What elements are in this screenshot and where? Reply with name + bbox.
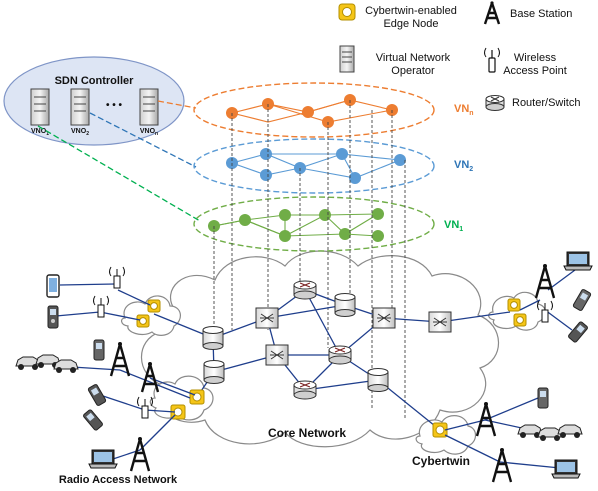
router-icon: [293, 380, 317, 400]
vno-n-label: VNOn: [140, 128, 158, 137]
smartphone-icon: [46, 274, 60, 298]
vn-2-label: VN2: [454, 159, 473, 173]
wireless-access-point-icon: [137, 396, 153, 419]
core-server-icon: [334, 293, 356, 317]
cellphone-icon: [537, 387, 549, 409]
vn-2-node: [260, 169, 272, 181]
base-station-icon: [129, 437, 151, 472]
legend-edge-node-label-2: Edge Node: [383, 18, 438, 30]
vn-2-node: [349, 172, 361, 184]
car-icon: [15, 356, 41, 370]
vn-1-node: [372, 208, 384, 220]
router-icon: [328, 345, 352, 365]
edge-node-icon: [338, 3, 356, 21]
vn-2-node: [336, 148, 348, 160]
vn-1-node: [372, 230, 384, 242]
core-network-label: Core Network: [268, 426, 346, 440]
core-nodes: [202, 280, 452, 400]
core-server-icon: [202, 326, 224, 350]
sdn-controller: SDN Controller • • • VNO1 VNO2 VNOn: [3, 56, 185, 146]
router-icon: [293, 280, 317, 300]
vertical-mapping-lines: [213, 100, 406, 420]
base-station-icon: [483, 1, 501, 25]
switch-icon: [255, 307, 279, 329]
legend-router-label: Router/Switch: [512, 97, 580, 109]
base-station-icon: [475, 402, 497, 437]
edge-nodes: [136, 298, 527, 438]
vno-2-label: VNO2: [71, 128, 89, 137]
legend-vno-label-2: Operator: [391, 65, 435, 77]
core-server-icon: [367, 368, 389, 392]
vno-1-label: VNO1: [31, 128, 49, 137]
cellphone-icon: [572, 289, 592, 311]
vn-1-layer: VN1: [193, 196, 463, 252]
base-station-icon: [534, 264, 556, 299]
ran-edge-cloud: [149, 375, 214, 421]
vn-1-node: [319, 209, 331, 221]
vn-1-node: [279, 230, 291, 242]
legend-wap-label-2: Access Point: [503, 65, 567, 77]
left-edge-cloud: [121, 295, 181, 336]
car-icon: [557, 424, 583, 438]
cloud-group: [121, 250, 547, 455]
switch-icon: [428, 311, 452, 333]
vno-n-server-icon: [139, 88, 159, 126]
legend-wap-label-1: Wireless: [514, 52, 557, 64]
edge-node-icon: [507, 298, 521, 312]
edge-node-icon: [147, 299, 161, 313]
switch-icon: [372, 307, 396, 329]
devices: [15, 251, 593, 483]
vno-n-link: [157, 100, 197, 109]
vn-1-label: VN1: [444, 219, 463, 233]
cellphone-icon: [47, 305, 59, 329]
edge-node-icon: [432, 422, 448, 438]
sdn-controller-title: SDN Controller: [55, 75, 135, 87]
cellphone-icon: [87, 384, 107, 406]
vn-2-node: [260, 148, 272, 160]
radio-access-network-label: Radio Access Network: [59, 474, 178, 486]
vn-n-layer: VNn: [193, 82, 474, 138]
wireless-access-point-icon: [537, 300, 553, 323]
legend-edge-node-label-1: Cybertwin-enabled: [365, 5, 457, 17]
base-station-icon: [140, 362, 160, 393]
base-station-icon: [491, 448, 513, 483]
vn-1-node: [239, 214, 251, 226]
base-station-icon: [109, 342, 131, 377]
vn-1-node: [279, 209, 291, 221]
edge-node-icon: [189, 389, 205, 405]
vno-server-icon: [339, 45, 355, 73]
router-switch-icon: [485, 95, 505, 111]
vno-2-server-icon: [70, 88, 90, 126]
cellphone-icon: [93, 339, 105, 361]
cellphone-icon: [83, 409, 103, 431]
legend: Cybertwin-enabled Edge Node Base Station…: [338, 1, 580, 111]
car-icon: [53, 359, 79, 373]
car-icon: [537, 427, 563, 441]
sdn-ellipsis: • • •: [106, 100, 123, 111]
legend-vno-label-1: Virtual Network: [376, 52, 451, 64]
vn-n-node: [302, 106, 314, 118]
legend-base-station-label: Base Station: [510, 8, 572, 20]
vn-1-node: [339, 228, 351, 240]
vn-2-node: [394, 154, 406, 166]
laptop-icon: [551, 459, 581, 479]
wireless-access-point-icon: [109, 266, 125, 289]
vno-1-server-icon: [30, 88, 50, 126]
edge-node-icon: [513, 313, 527, 327]
switch-icon: [265, 344, 289, 366]
wireless-access-point-icon: [484, 47, 500, 73]
edge-node-icon: [136, 314, 150, 328]
cybertwin-label: Cybertwin: [412, 454, 470, 468]
vn-n-label: VNn: [454, 103, 474, 117]
vno-1-link: [37, 125, 201, 222]
vno-2-link: [89, 112, 197, 168]
laptop-icon: [88, 449, 118, 469]
wireless-access-point-icon: [93, 295, 109, 318]
laptop-icon: [563, 251, 593, 271]
vn-2-layer: VN2: [193, 138, 473, 194]
core-server-icon: [203, 360, 225, 384]
cellphone-icon: [568, 321, 588, 343]
